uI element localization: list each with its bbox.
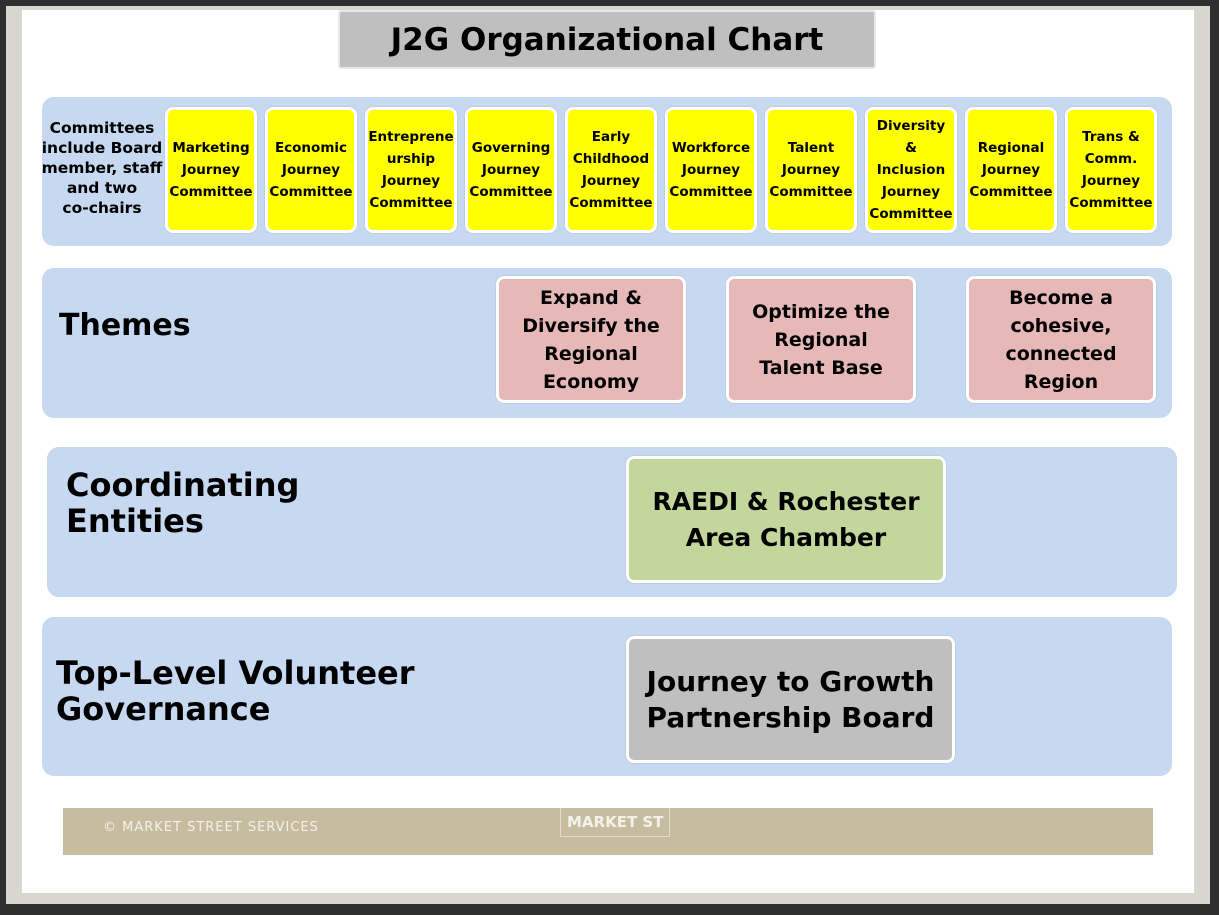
chart-title: J2G Organizational Chart xyxy=(338,10,876,69)
footer-copyright: © MARKET STREET SERVICES xyxy=(103,820,319,835)
theme-box: Optimize the Regional Talent Base xyxy=(726,276,916,403)
committees-label: Committees include Board member, staff a… xyxy=(41,119,163,217)
themes-label: Themes xyxy=(59,308,191,343)
committee-box: Workforce Journey Committee xyxy=(665,107,757,233)
committee-box: Economic Journey Committee xyxy=(265,107,357,233)
footer-bar: © MARKET STREET SERVICES MARKET ST xyxy=(63,808,1153,855)
committee-box: Governing Journey Committee xyxy=(465,107,557,233)
governance-label: Top-Level Volunteer Governance xyxy=(56,654,415,728)
committee-box: Entreprene urship Journey Committee xyxy=(365,107,457,233)
committee-box: Early Childhood Journey Committee xyxy=(565,107,657,233)
committee-box: Regional Journey Committee xyxy=(965,107,1057,233)
market-street-logo: MARKET ST xyxy=(560,808,671,837)
theme-box: Become a cohesive, connected Region xyxy=(966,276,1156,403)
governance-band xyxy=(42,617,1172,776)
theme-box: Expand & Diversify the Regional Economy xyxy=(496,276,686,403)
committee-box: Trans & Comm. Journey Committee xyxy=(1065,107,1157,233)
partnership-board-box: Journey to Growth Partnership Board xyxy=(626,636,955,763)
coordinating-band xyxy=(47,447,1177,597)
coordinating-entity-box: RAEDI & Rochester Area Chamber xyxy=(626,456,946,583)
committee-box: Diversity & Inclusion Journey Committee xyxy=(865,107,957,233)
committee-box: Talent Journey Committee xyxy=(765,107,857,233)
coordinating-label: Coordinating Entities xyxy=(66,466,300,540)
committee-box: Marketing Journey Committee xyxy=(165,107,257,233)
